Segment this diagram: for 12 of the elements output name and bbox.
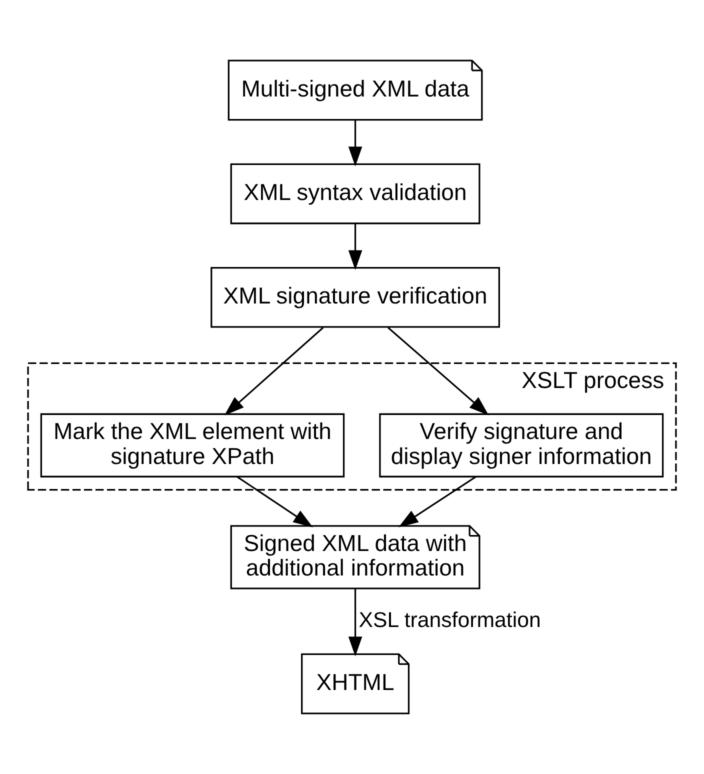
arrow xyxy=(348,224,362,270)
arrow xyxy=(388,327,489,416)
arrow xyxy=(398,476,476,528)
arrow xyxy=(348,120,362,166)
arrow xyxy=(224,327,324,416)
node-box: Verify signature and display signer information xyxy=(379,413,664,478)
node-box: XML signature verification xyxy=(210,266,500,328)
node-box: XML syntax validation xyxy=(230,163,480,224)
arrow xyxy=(236,476,313,528)
node-box: Mark the XML element with signature XPath xyxy=(40,413,345,478)
edge-label: XSL transformation xyxy=(358,608,541,632)
arrow xyxy=(348,588,362,656)
